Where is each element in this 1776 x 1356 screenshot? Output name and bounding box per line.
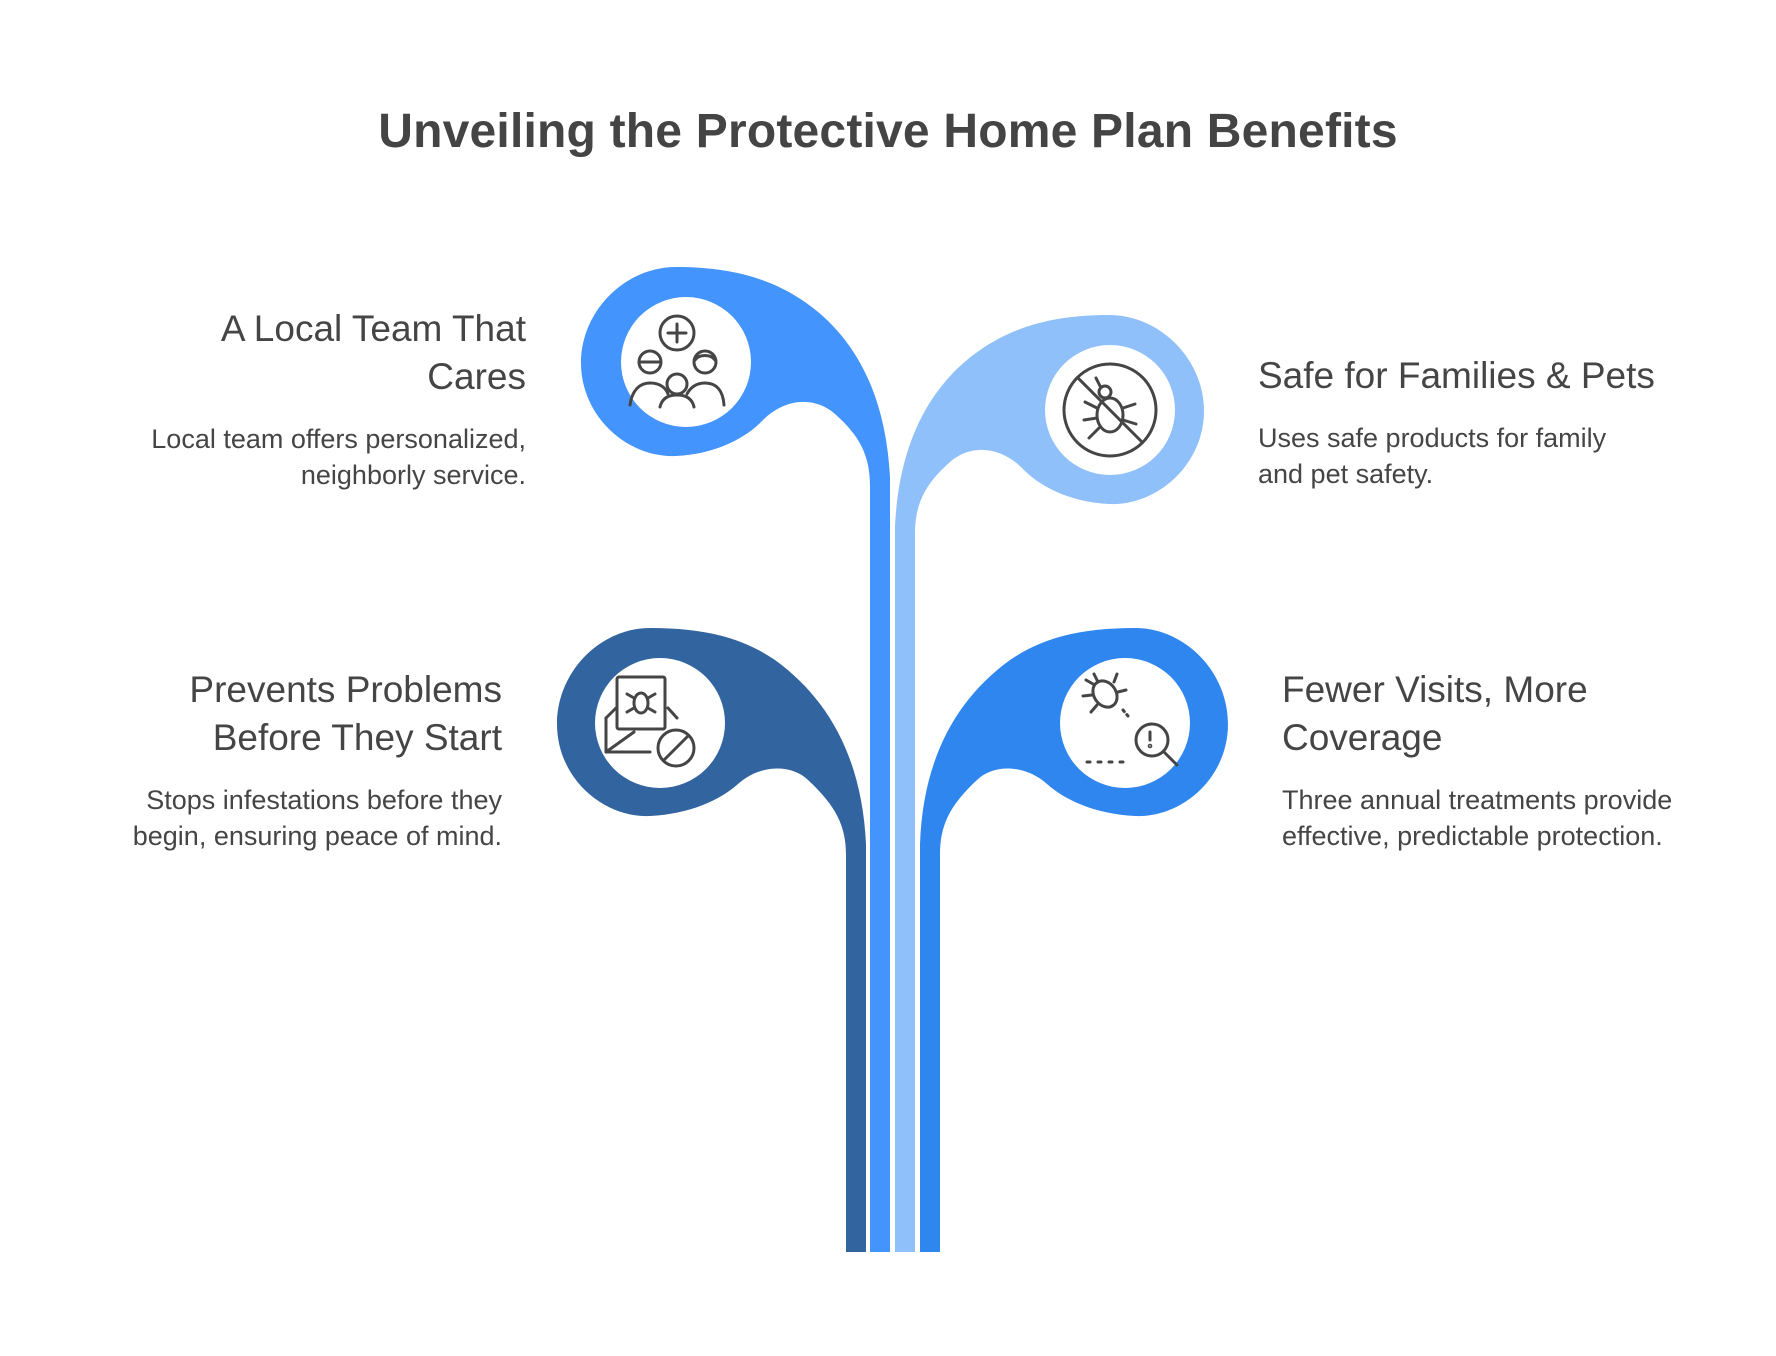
branch-fewer-visits-leaf bbox=[920, 628, 1228, 1252]
benefit-local-team-description: Local team offers personalized, neighbor… bbox=[151, 424, 526, 490]
benefit-prevents-title: Prevents Problems Before They Start bbox=[189, 669, 502, 758]
no-bug-icon bbox=[1062, 362, 1158, 458]
page-title: Unveiling the Protective Home Plan Benef… bbox=[378, 105, 1398, 158]
benefit-safe-description: Uses safe products for family and pet sa… bbox=[1258, 423, 1607, 489]
benefit-safe-title: Safe for Families & Pets bbox=[1258, 355, 1655, 396]
branch-local-team-circle bbox=[621, 297, 751, 427]
benefit-prevents: Prevents Problems Before They Start Stop… bbox=[102, 666, 502, 854]
branch-local-team-leaf bbox=[581, 267, 890, 1252]
branch-prevents bbox=[557, 628, 866, 1252]
benefit-safe: Safe for Families & Pets Uses safe produ… bbox=[1258, 352, 1658, 492]
benefit-prevents-description: Stops infestations before they begin, en… bbox=[132, 785, 502, 851]
benefit-fewer-visits-description: Three annual treatments provide effectiv… bbox=[1282, 785, 1673, 851]
benefit-fewer-visits-title: Fewer Visits, More Coverage bbox=[1282, 669, 1588, 758]
branch-local-team bbox=[581, 267, 890, 1252]
bug-search-icon bbox=[1081, 672, 1179, 767]
benefit-fewer-visits: Fewer Visits, More Coverage Three annual… bbox=[1282, 666, 1682, 854]
benefit-local-team-title: A Local Team That Cares bbox=[220, 308, 526, 397]
branch-prevents-leaf bbox=[557, 628, 866, 1252]
branch-fewer-visits bbox=[920, 628, 1228, 1252]
benefit-local-team: A Local Team That Cares Local team offer… bbox=[126, 305, 526, 493]
bug-alert-prohibited-icon bbox=[604, 675, 696, 768]
team-people-plus-icon bbox=[628, 314, 726, 409]
branch-fewer-visits-circle bbox=[1060, 658, 1190, 788]
